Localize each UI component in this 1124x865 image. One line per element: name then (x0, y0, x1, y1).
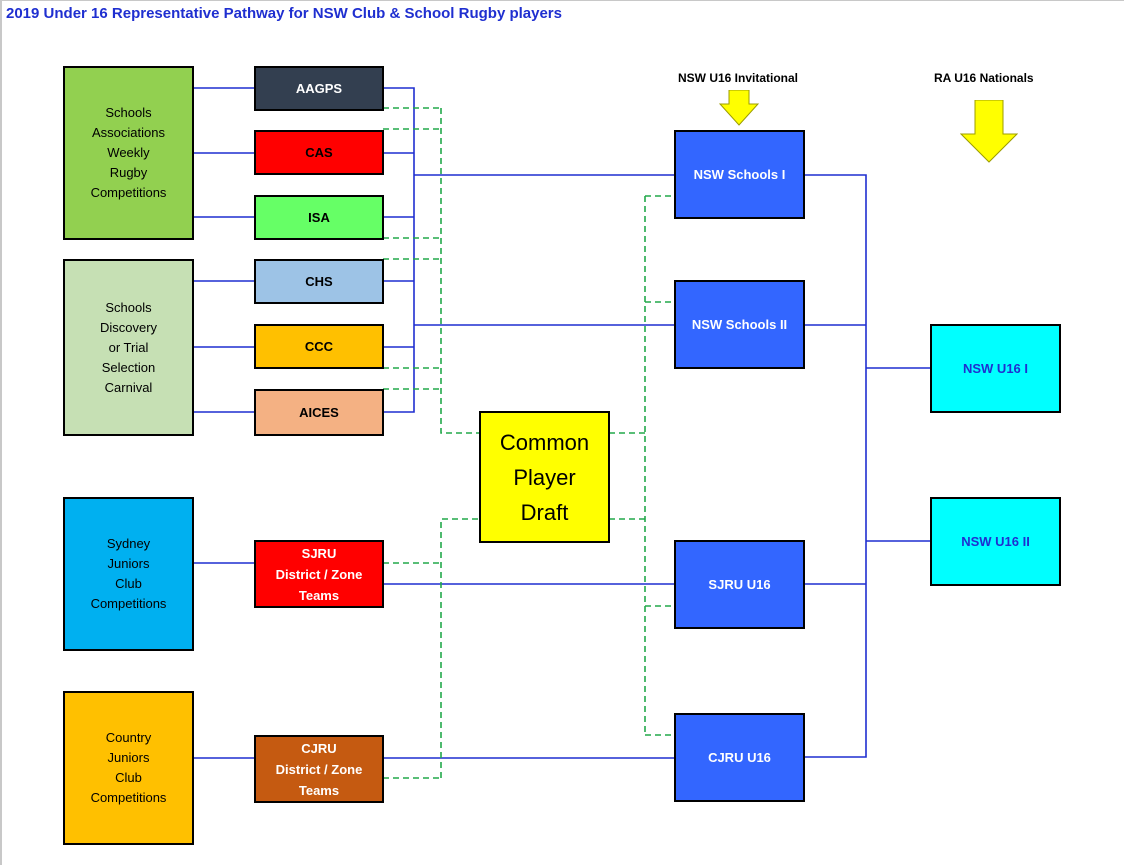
box-aagps: AAGPS (254, 66, 384, 111)
down-arrow-icon (719, 90, 759, 126)
box-sjru-u16: SJRU U16 (674, 540, 805, 629)
box-cas: CAS (254, 130, 384, 175)
box-nsw-schools-2: NSW Schools II (674, 280, 805, 369)
dashed-connector-6 (440, 108, 480, 434)
label-nsw-u16-invitational: NSW U16 Invitational (678, 71, 799, 85)
solid-connector-17 (804, 174, 867, 758)
page-title: 2019 Under 16 Representative Pathway for… (6, 5, 562, 22)
box-ccc: CCC (254, 324, 384, 369)
box-sjru-district-zone-teams: SJRU District / Zone Teams (254, 540, 384, 608)
solid-connector-8 (383, 87, 415, 413)
box-schools-discovery-carnival: Schools Discovery or Trial Selection Car… (63, 259, 194, 436)
box-schools-weekly-competitions: Schools Associations Weekly Rugby Compet… (63, 66, 194, 240)
box-chs: CHS (254, 259, 384, 304)
box-country-juniors-competitions: Country Juniors Club Competitions (63, 691, 194, 845)
invitational-arrow-shape (719, 90, 759, 126)
box-cjru-district-zone-teams: CJRU District / Zone Teams (254, 735, 384, 803)
box-nsw-schools-1: NSW Schools I (674, 130, 805, 219)
label-ra-u16-nationals: RA U16 Nationals (934, 71, 1034, 85)
box-cjru-u16: CJRU U16 (674, 713, 805, 802)
box-nsw-u16-2: NSW U16 II (930, 497, 1061, 586)
box-common-player-draft: Common Player Draft (479, 411, 610, 543)
box-sydney-juniors-competitions: Sydney Juniors Club Competitions (63, 497, 194, 651)
nationals-arrow-shape (960, 100, 1018, 163)
dashed-connector-9 (440, 518, 480, 778)
box-nsw-u16-1: NSW U16 I (930, 324, 1061, 413)
down-arrow-icon (960, 100, 1018, 163)
box-aices: AICES (254, 389, 384, 436)
box-isa: ISA (254, 195, 384, 240)
